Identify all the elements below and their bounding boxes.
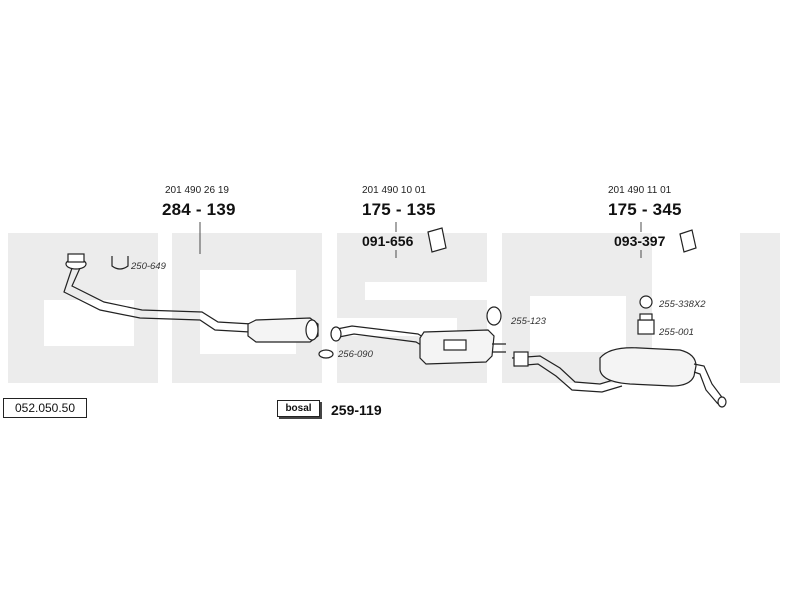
oem-number-1: 201 490 26 19: [165, 185, 229, 196]
oem-number-2: 201 490 10 01: [362, 185, 426, 196]
catalog-number: 052.050.50: [3, 398, 87, 418]
ring-part-number: 256-090: [338, 349, 373, 360]
mount-part-number: 255-001: [659, 327, 694, 338]
ring-x2-part-number: 255-338X2: [659, 299, 706, 310]
oem-number-3: 201 490 11 01: [608, 185, 672, 196]
bosal-badge: bosal: [277, 400, 320, 417]
assembly-kit-number: 259-119: [331, 402, 382, 418]
part-number-2: 175 - 135: [362, 200, 436, 219]
bosal-watermark: [8, 233, 780, 383]
clamp-part-number: 250-649: [131, 261, 166, 272]
part-number-3: 175 - 345: [608, 200, 682, 219]
hanger-part-number: 255-123: [511, 316, 546, 327]
part-number-1: 284 - 139: [162, 200, 236, 219]
bracket-number-3: 093-397: [614, 233, 666, 249]
bracket-number-2: 091-656: [362, 233, 414, 249]
